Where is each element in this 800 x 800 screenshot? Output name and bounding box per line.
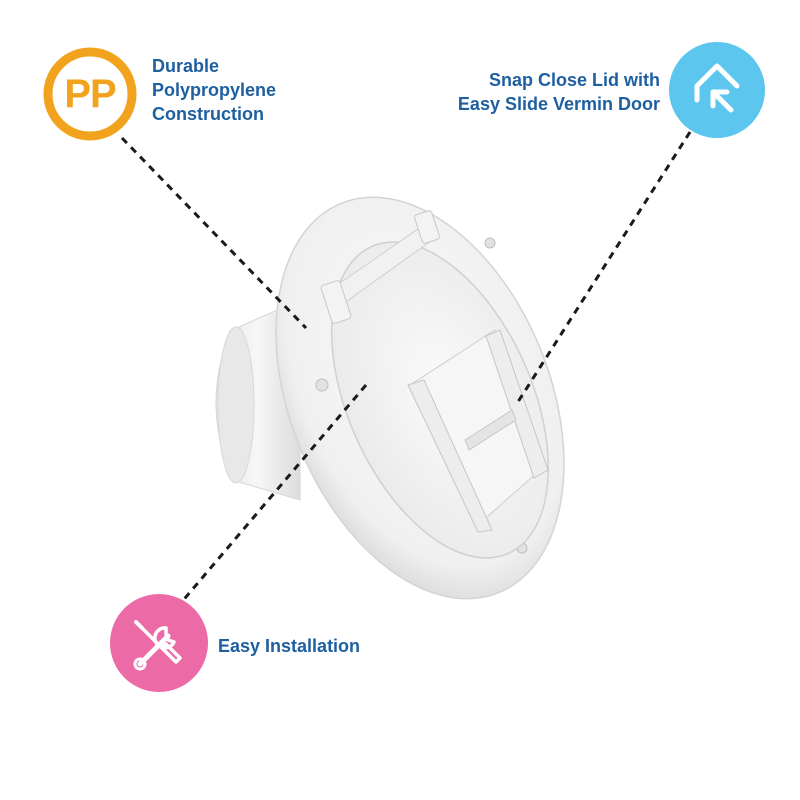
product-lid [320,210,550,559]
screw-hole [315,378,329,392]
screwdriver-wrench-icon [110,594,208,692]
pp-badge-text: PP [64,71,116,116]
leader-line-material [120,136,308,330]
snap-close-arrow-icon [669,42,765,138]
screw-hole [484,237,496,249]
pp-ring-icon: PP [42,46,138,142]
leader-line-installation [178,384,368,605]
material-feature-label: Durable Polypropylene Construction [152,56,277,124]
lid-feature-label: Snap Close Lid with Easy Slide Vermin Do… [457,70,660,114]
installation-feature-label: Easy Installation [218,636,361,656]
leader-line-lid [514,131,692,406]
